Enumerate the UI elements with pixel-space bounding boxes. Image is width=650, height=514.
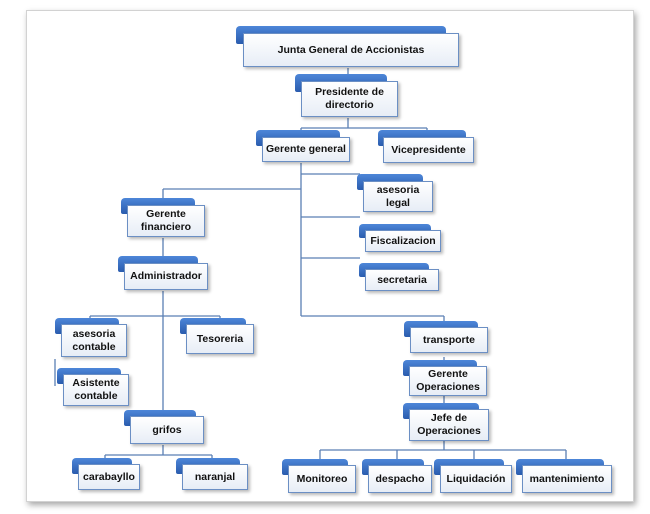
node-asesoria-legal: asesoria legal: [357, 174, 435, 214]
node-fiscalizacion: Fiscalizacion: [359, 224, 443, 254]
node-gerente-operaciones: Gerente Operaciones: [403, 360, 489, 398]
node-tesoreria: Tesoreria: [180, 318, 256, 356]
node-secretaria: secretaria: [359, 263, 441, 293]
node-transporte: transporte: [404, 321, 490, 355]
node-despacho: despacho: [362, 459, 434, 495]
node-jefe-operaciones: Jefe de Operaciones: [403, 403, 491, 443]
node-junta-general: Junta General de Accionistas: [236, 26, 462, 70]
node-carabayllo: carabayllo: [72, 458, 142, 492]
node-mantenimiento: mantenimiento: [516, 459, 614, 495]
node-liquidacion: Liquidación: [434, 459, 514, 495]
node-gerente-general: Gerente general: [256, 130, 352, 164]
node-grifos: grifos: [124, 410, 206, 446]
node-asesoria-contable: asesoria contable: [55, 318, 129, 360]
node-monitoreo: Monitoreo: [282, 459, 358, 495]
node-asistente-contable: Asistente contable: [57, 368, 131, 408]
node-vicepresidente: Vicepresidente: [378, 130, 476, 165]
node-presidente-directorio: Presidente de directorio: [295, 74, 401, 120]
node-administrador: Administrador: [118, 256, 210, 292]
node-naranjal: naranjal: [176, 458, 250, 492]
node-gerente-financiero: Gerente financiero: [121, 198, 207, 240]
